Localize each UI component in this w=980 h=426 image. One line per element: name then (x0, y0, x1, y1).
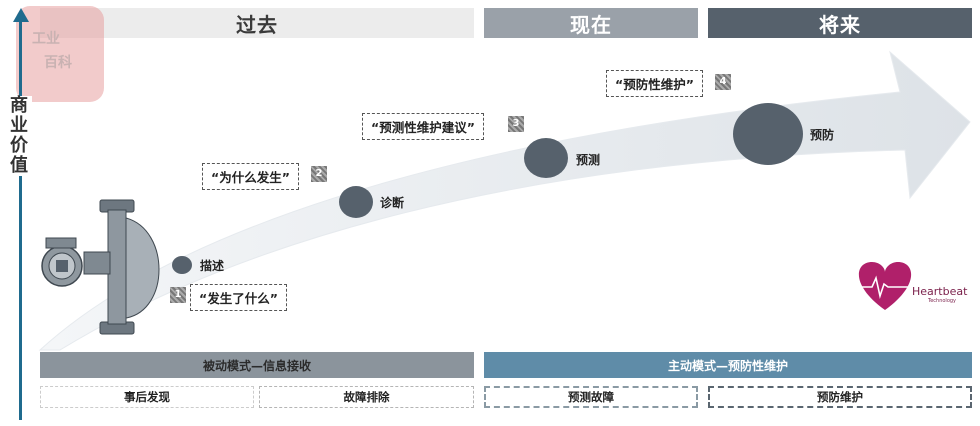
axis-char: 商 (10, 95, 28, 116)
axis-label: 商 业 价 值 (6, 96, 32, 176)
header-future: 将来 (708, 8, 972, 38)
number-badge-4: 4 (715, 74, 731, 90)
mode-passive-bar: 被动模式—信息接收 (40, 352, 474, 378)
growth-arrow (38, 50, 971, 351)
axis-char: 业 (10, 115, 28, 136)
submode-after-discovery: 事后发现 (40, 386, 254, 408)
submode-troubleshooting: 故障排除 (259, 386, 474, 408)
submode-fault-prediction: 预测故障 (484, 386, 698, 408)
dot-diagnose (339, 186, 373, 218)
axis-char: 值 (10, 155, 28, 176)
axis-char: 价 (10, 135, 28, 156)
number-badge-1: 1 (170, 287, 186, 303)
question-what-happened: “发生了什么” (190, 284, 287, 311)
question-predictive-advice: “预测性维护建议” (362, 113, 484, 140)
stage-prevent: 预防 (810, 128, 835, 142)
number-badge-3: 3 (508, 116, 524, 132)
stage-describe: 描述 (200, 259, 225, 273)
dot-describe (172, 256, 192, 274)
axis-arrow-icon (13, 8, 29, 22)
flowmeter-icon (41, 199, 160, 335)
stage-diagnose: 诊断 (380, 196, 405, 210)
heartbeat-logo-text: Heartbeat (912, 285, 968, 298)
value-axis-line (19, 12, 22, 420)
number-badge-2: 2 (311, 166, 327, 182)
heartbeat-logo-subtext: Technology (928, 298, 957, 304)
question-why-happened: “为什么发生” (202, 163, 299, 190)
stage-predict: 预测 (576, 153, 601, 167)
watermark-line2: 百科 (44, 55, 72, 71)
header-past: 过去 (40, 8, 474, 38)
dot-prevent (733, 103, 803, 165)
dot-predict (524, 138, 568, 178)
header-now: 现在 (484, 8, 698, 38)
mode-active-bar: 主动模式—预防性维护 (484, 352, 972, 378)
heartbeat-logo-icon (858, 262, 912, 310)
watermark-line1: 工业 (32, 31, 60, 47)
question-preventive-maintenance: “预防性维护” (606, 70, 703, 97)
watermark-logo: 工业 百科 (16, 6, 104, 102)
submode-preventive-maintenance: 预防维护 (708, 386, 972, 408)
